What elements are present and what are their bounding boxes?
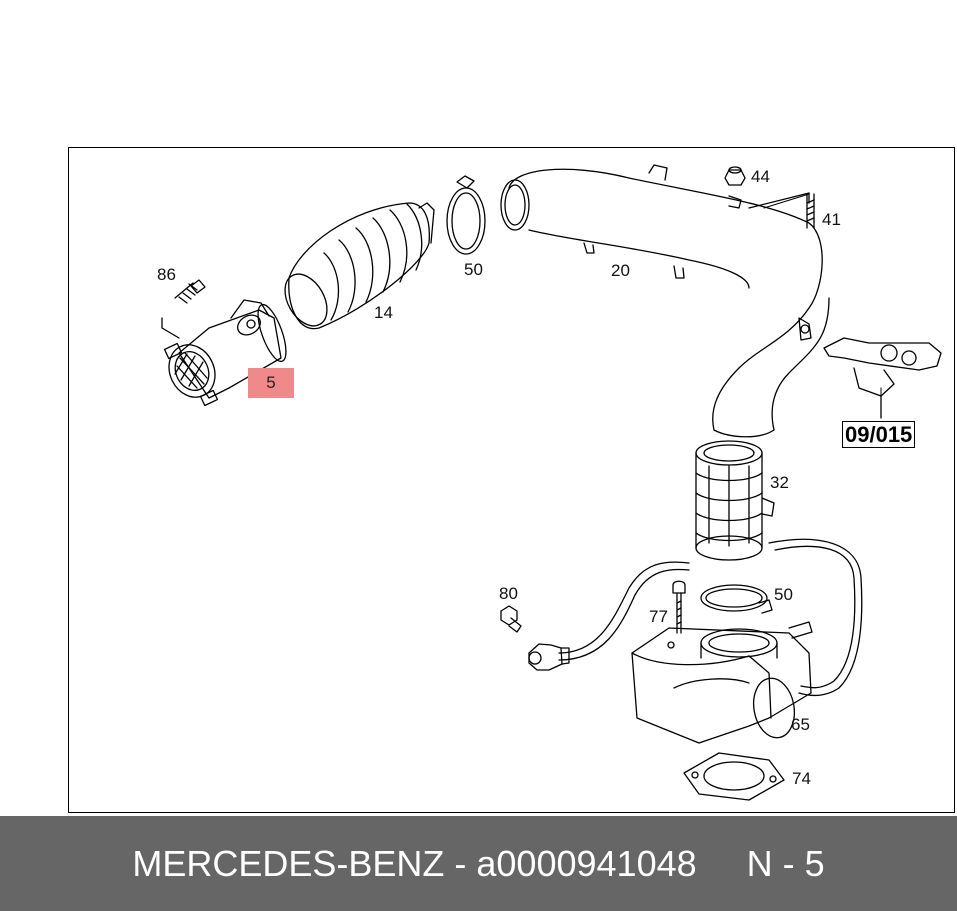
footer-brand: MERCEDES-BENZ: [132, 842, 445, 884]
callout-80[interactable]: 80: [499, 584, 518, 603]
fitting-80-drawing: [500, 605, 522, 633]
footer-part-number: a0000941048: [476, 842, 697, 884]
callout-50-bottom[interactable]: 50: [774, 585, 793, 604]
callout-44[interactable]: 44: [751, 167, 770, 186]
footer-separator-pad-right: [466, 843, 476, 885]
air-mass-meter-drawing: [161, 299, 287, 407]
bolt-77-drawing: [672, 580, 686, 634]
parts-diagram: 44 41 86 50 20 14 32 80 50 77 65 74 5 09…: [68, 147, 955, 813]
footer-gap: [697, 843, 747, 885]
stud-41-drawing: [806, 193, 815, 229]
intake-pipe-20-drawing: [500, 164, 830, 438]
hose-clamp-50-bottom-drawing: [700, 584, 773, 614]
sensor-assembly-drawing: [823, 337, 942, 419]
callout-50-top[interactable]: 50: [464, 260, 483, 279]
footer-separator: -: [454, 842, 467, 884]
callout-5-highlighted[interactable]: 5: [248, 368, 294, 398]
callout-14[interactable]: 14: [374, 303, 393, 322]
callout-86[interactable]: 86: [157, 265, 176, 284]
footer-position-label: N - 5: [746, 842, 825, 884]
coupling-32-drawing: [695, 440, 775, 561]
diagram-drawing: [161, 164, 942, 801]
housing-65-drawing: [631, 621, 813, 744]
callout-77[interactable]: 77: [649, 607, 668, 626]
callout-74[interactable]: 74: [792, 769, 811, 788]
callout-65[interactable]: 65: [791, 715, 810, 734]
hoses-drawing: [528, 538, 863, 697]
bellows-hose-14-drawing: [284, 202, 435, 330]
footer-separator-pad-left: [444, 843, 454, 885]
reference-box-09-015[interactable]: 09/015: [842, 421, 916, 449]
callout-20[interactable]: 20: [611, 261, 630, 280]
footer-bar: MERCEDES-BENZ - a0000941048 N - 5: [0, 816, 957, 911]
gasket-74-drawing: [683, 752, 785, 801]
nut-44-drawing: [724, 166, 746, 186]
hose-clamp-50-top-drawing: [446, 175, 486, 255]
callout-32[interactable]: 32: [770, 473, 789, 492]
callout-41[interactable]: 41: [822, 210, 841, 229]
screw-86-drawing: [174, 279, 206, 304]
leader-lines: [763, 193, 882, 419]
